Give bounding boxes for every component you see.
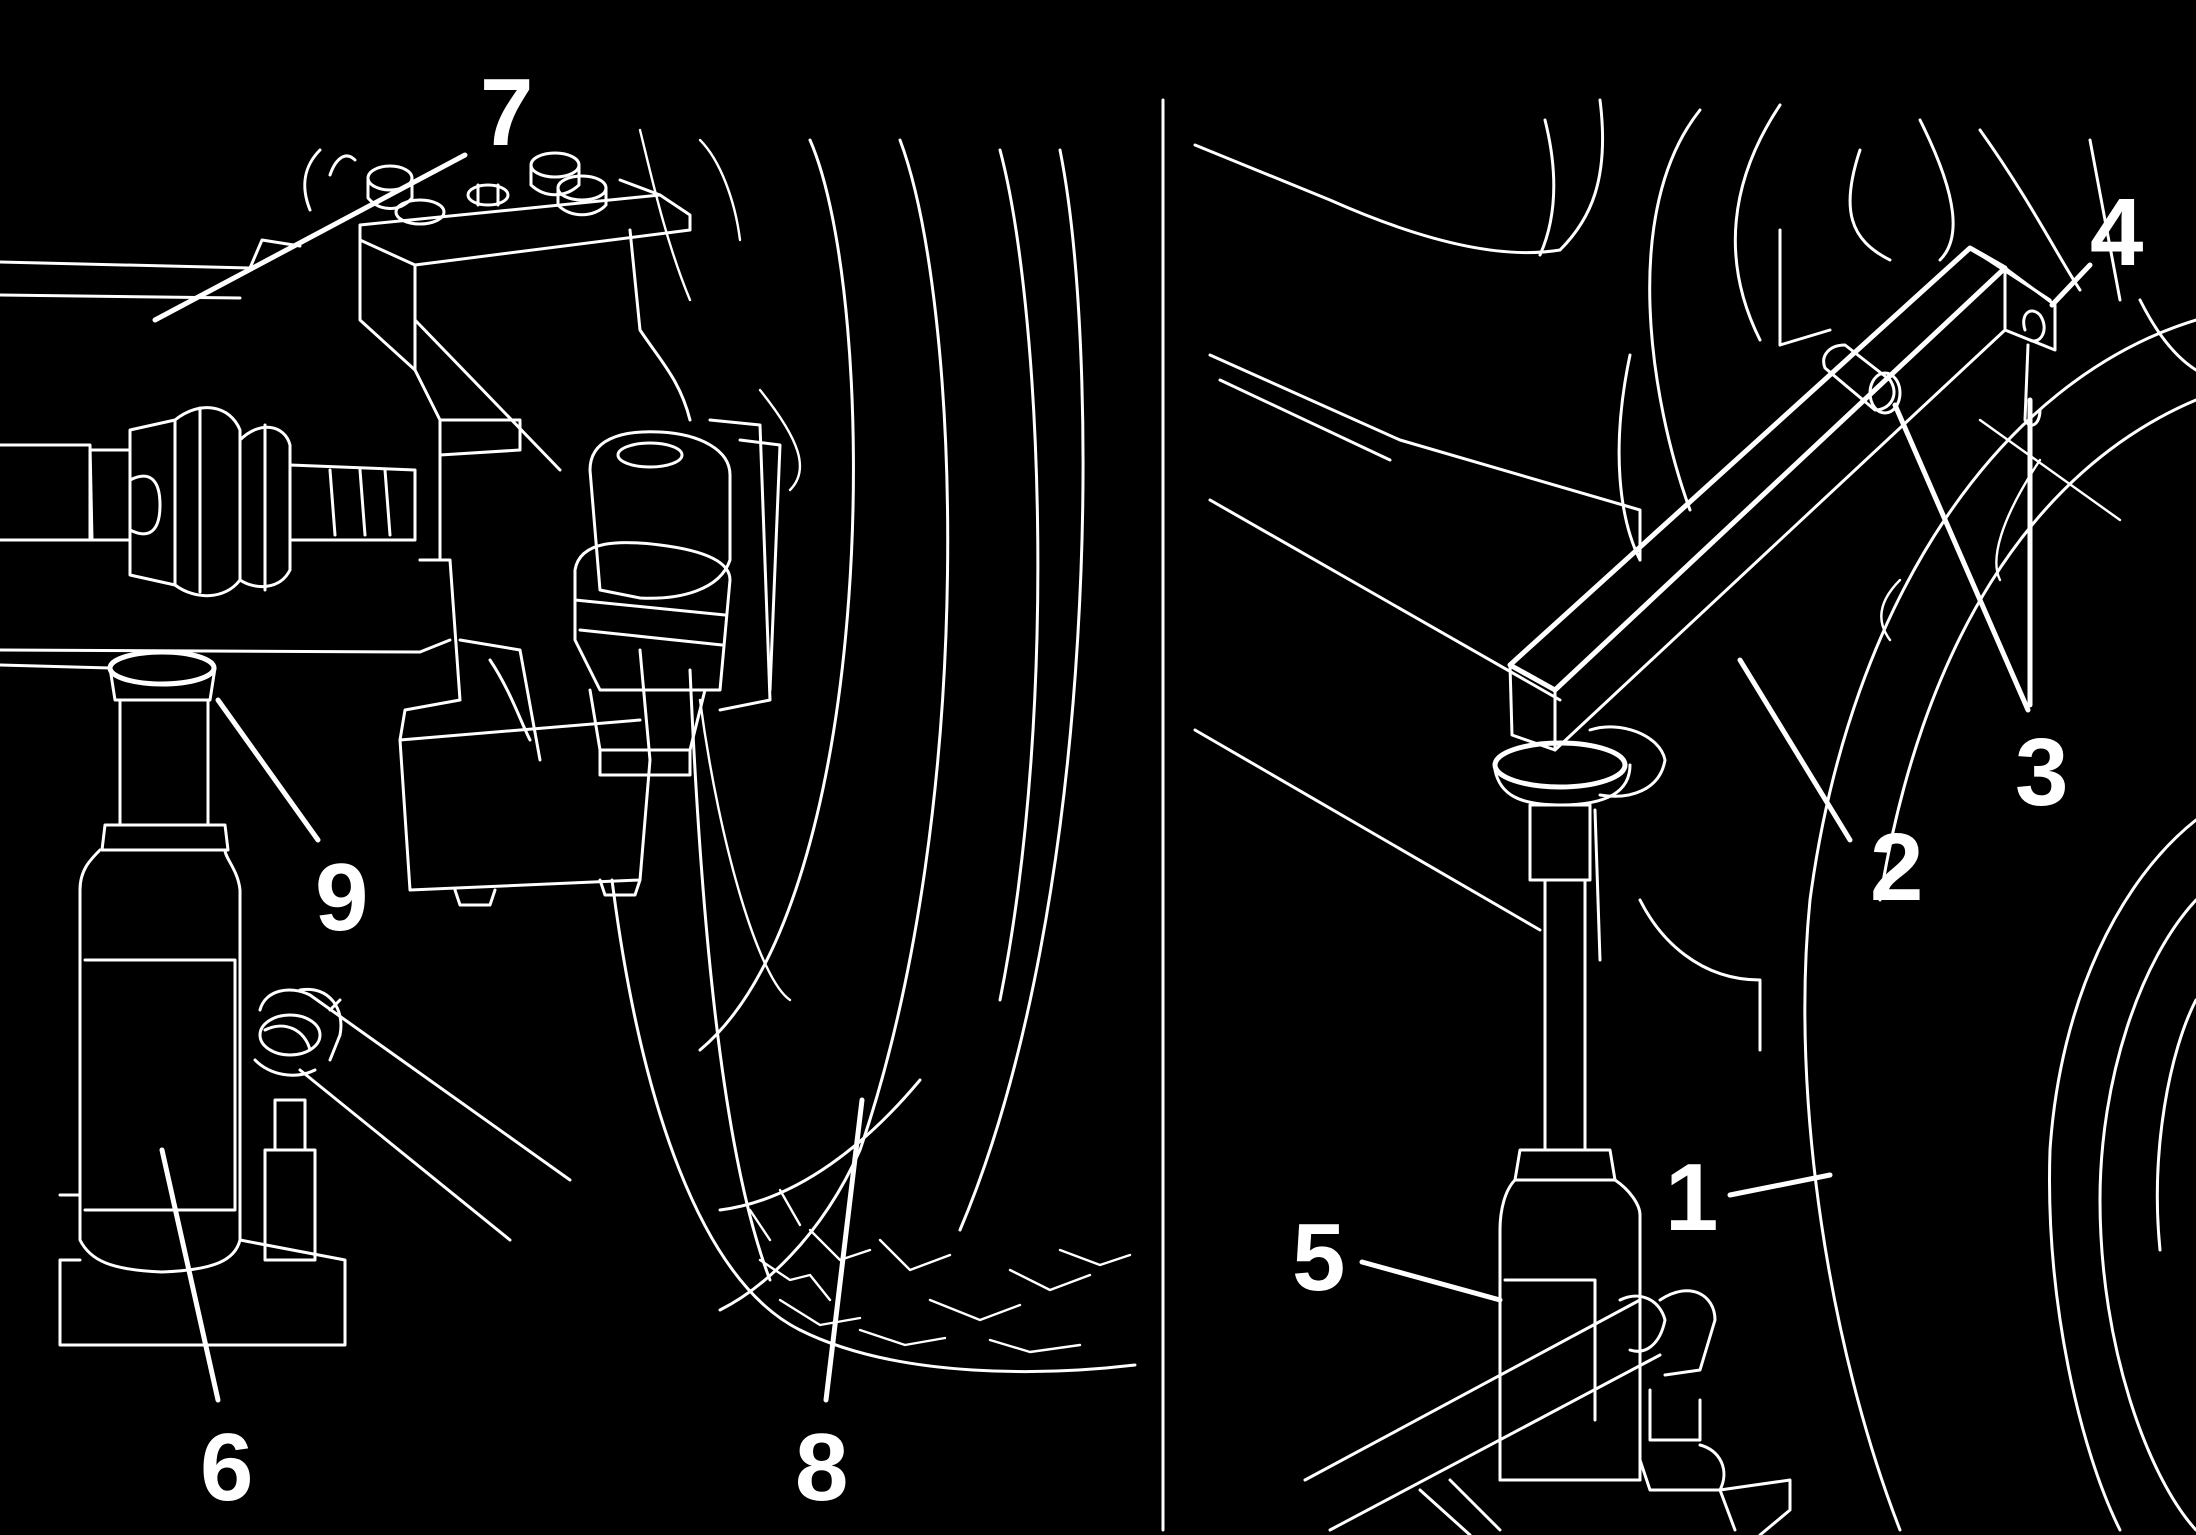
drive-shaft <box>0 406 417 598</box>
leader-9 <box>215 697 321 843</box>
callout-7: 7 <box>480 59 533 166</box>
callout-8: 8 <box>795 1414 848 1521</box>
leader-lines <box>152 152 2093 1403</box>
callout-3: 3 <box>2015 719 2068 826</box>
leader-7 <box>152 152 468 323</box>
left-panel <box>0 128 1137 1374</box>
callout-4: 4 <box>2090 179 2143 286</box>
callout-9: 9 <box>315 844 368 951</box>
leader-4 <box>2049 262 2093 308</box>
leader-8 <box>823 1097 865 1403</box>
steering-knuckle <box>358 151 692 907</box>
callout-2: 2 <box>1870 814 1923 921</box>
callout-6: 6 <box>200 1414 253 1521</box>
leader-6 <box>159 1147 221 1403</box>
tie-rod-end <box>573 418 782 777</box>
tire <box>610 128 1137 1374</box>
callout-5: 5 <box>1292 1204 1345 1311</box>
leader-2 <box>1737 657 1853 843</box>
bottle-jack-right <box>1303 725 1792 1535</box>
lift-bar <box>1507 245 2057 752</box>
vehicle-body <box>1193 98 2196 1052</box>
tire-right <box>1803 318 2196 1532</box>
leader-1 <box>1727 1172 1833 1198</box>
axle-housing <box>0 148 452 670</box>
leader-3a <box>1892 402 2031 713</box>
leader-5 <box>1359 1259 1503 1303</box>
right-panel <box>1193 98 2196 1535</box>
callouts: 7 9 6 8 4 3 2 1 5 <box>200 59 2143 1521</box>
bottle-jack-left <box>58 649 572 1347</box>
callout-1: 1 <box>1665 1144 1718 1251</box>
